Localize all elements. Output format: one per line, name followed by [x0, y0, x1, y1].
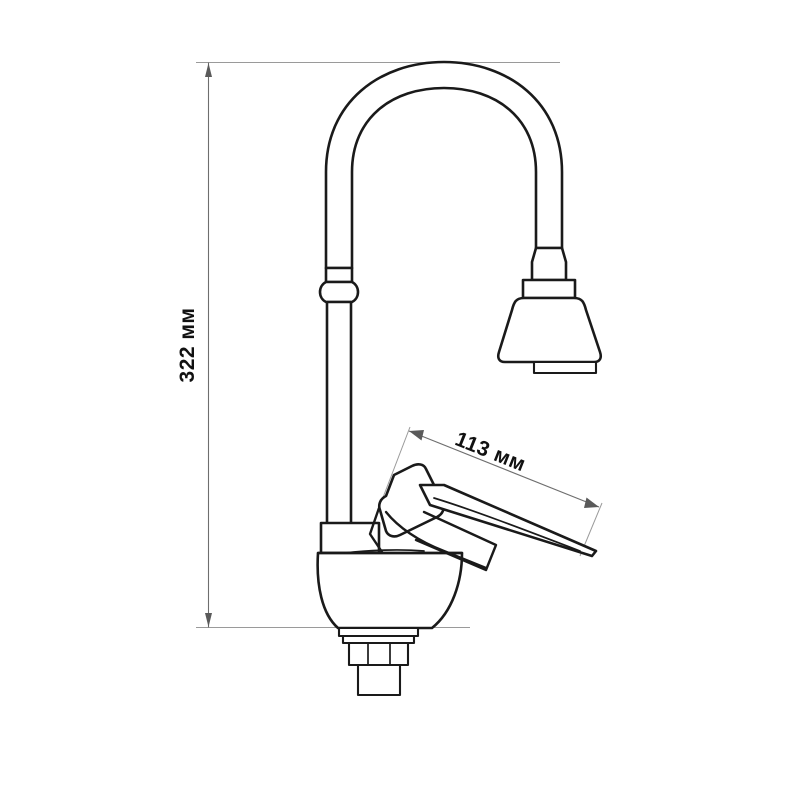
body-rim-highlight: [344, 549, 425, 554]
spout-tube-outline: [324, 60, 564, 270]
body-collar: [319, 521, 381, 555]
mount-ring: [347, 641, 410, 667]
mount-washer-top: [337, 626, 420, 638]
gooseneck-spout: [324, 60, 564, 270]
handle-top-seam: [433, 497, 581, 552]
dimension-line-angled: [408, 430, 600, 508]
column-upper-section: [324, 266, 354, 284]
handle-knuckle: [377, 463, 446, 538]
dimension-label-reach: 113 мм: [452, 428, 529, 477]
spray-head-assembly: [496, 246, 603, 375]
arrowhead-down-icon: [205, 613, 212, 627]
dimension-label-height: 322 мм: [176, 308, 199, 383]
body-shell: [316, 551, 464, 630]
column-joint-ring: [318, 280, 360, 304]
column-lower-section: [325, 300, 353, 526]
vertical-riser-column: [318, 266, 360, 526]
handle-cartridge-block: [414, 510, 498, 572]
deck-mount-shank: [337, 626, 420, 697]
spray-neck: [530, 246, 568, 282]
handle-base-connector: [368, 506, 384, 554]
arrowhead-up-icon: [205, 63, 212, 77]
spray-nozzle-ring: [532, 360, 598, 375]
spray-collar-band: [521, 278, 577, 300]
extension-line-handle-left: [378, 426, 411, 509]
arrowhead-right-icon: [584, 497, 599, 508]
single-lever-handle: [368, 463, 598, 572]
mount-threaded-shank: [356, 663, 402, 697]
faucet-body-base: [316, 521, 464, 630]
handle-lever-arm: [418, 483, 598, 558]
dimension-height-322: 322 мм: [176, 62, 560, 628]
arrowhead-left-icon: [409, 430, 424, 441]
spray-head-body: [496, 296, 603, 364]
